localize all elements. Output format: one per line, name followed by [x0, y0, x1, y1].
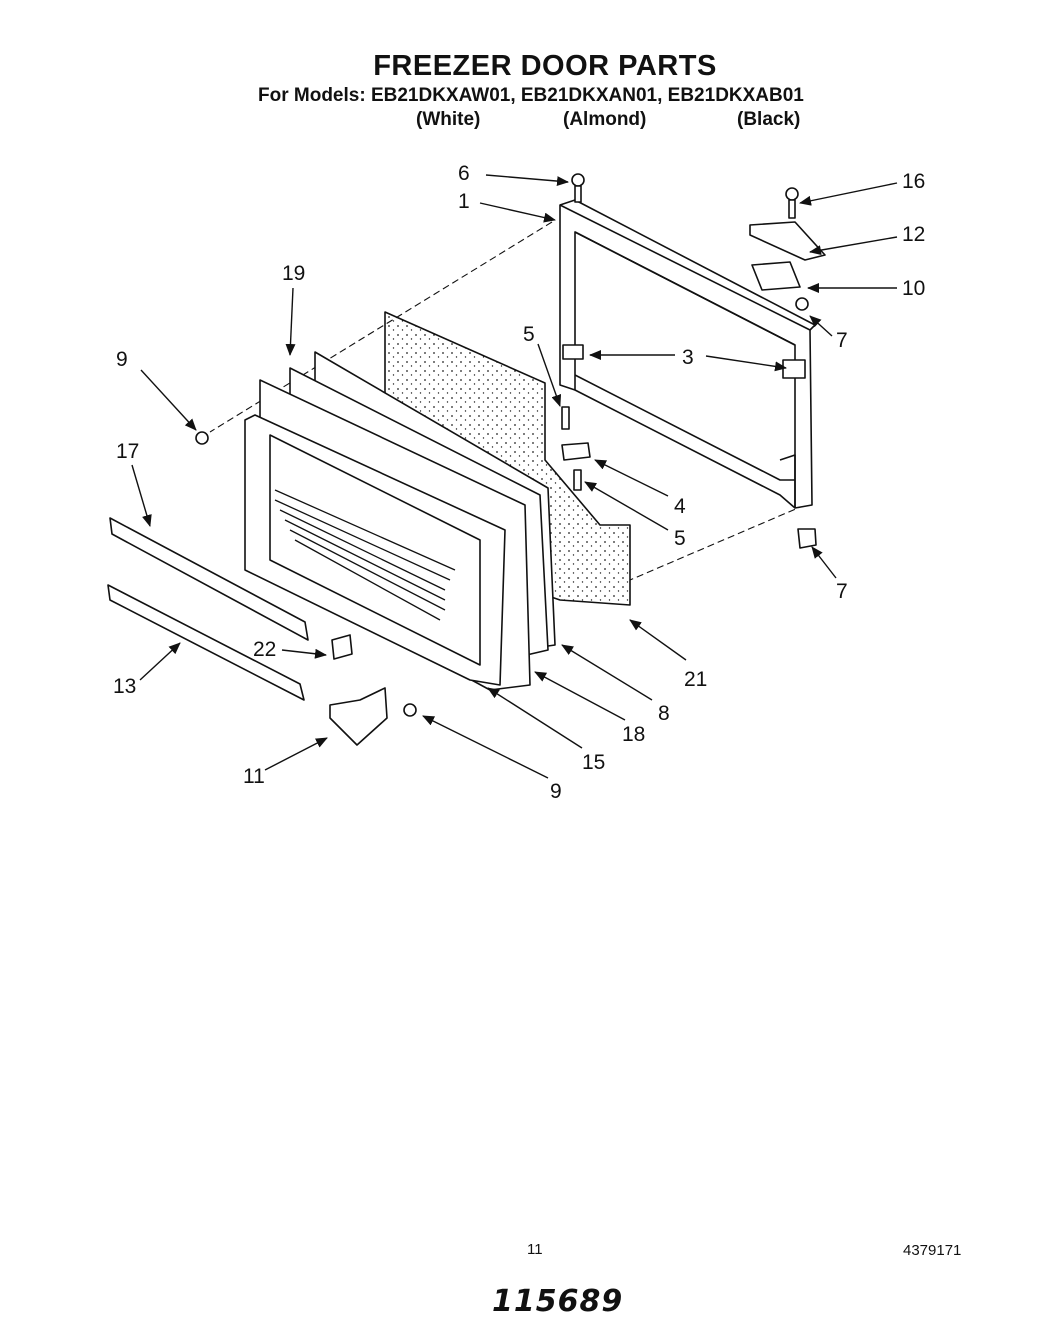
document-number: 4379171 — [903, 1242, 962, 1259]
hinge-part-3-left — [562, 344, 584, 360]
shim-part-10 — [751, 261, 801, 291]
callout-8: 8 — [658, 702, 670, 725]
color-black: (Black) — [737, 109, 801, 130]
callout-10: 10 — [902, 277, 925, 300]
callout-17: 17 — [116, 440, 139, 463]
callout-22: 22 — [253, 638, 276, 661]
callout-5-bottom: 5 — [674, 527, 686, 550]
callout-18: 18 — [622, 723, 645, 746]
callout-12: 12 — [902, 223, 925, 246]
leader-lines — [131, 174, 898, 779]
callout-15: 15 — [582, 751, 605, 774]
callout-4: 4 — [674, 495, 686, 518]
hinge-part-4 — [561, 442, 591, 461]
handwritten-note: 115689 — [492, 1284, 624, 1319]
callout-7-bottom: 7 — [836, 580, 848, 603]
callout-19: 19 — [282, 262, 305, 285]
callout-7-top: 7 — [836, 329, 848, 352]
screw-part-9-left — [195, 431, 209, 445]
page-title: FREEZER DOOR PARTS — [373, 50, 717, 82]
plate-part-12 — [749, 221, 826, 261]
screw-part-5-top — [561, 406, 570, 430]
screw-part-16 — [785, 187, 799, 201]
callout-16: 16 — [902, 170, 925, 193]
door-frame-part-1 — [559, 199, 816, 509]
callout-6: 6 — [458, 162, 470, 185]
callout-11: 11 — [243, 765, 265, 788]
cap-part-7-top — [795, 297, 809, 311]
screw-part-5-bottom — [573, 469, 582, 491]
page-number: 11 — [527, 1241, 543, 1258]
hinge-part-3-right — [782, 359, 806, 379]
clip-part-22 — [331, 634, 353, 660]
callout-9-left: 9 — [116, 348, 128, 371]
models-line: For Models: EB21DKXAW01, EB21DKXAN01, EB… — [258, 85, 804, 106]
liner-ribs — [274, 489, 456, 621]
callout-1: 1 — [458, 190, 470, 213]
screw-part-6 — [571, 173, 585, 187]
callout-3: 3 — [682, 346, 694, 369]
callout-5-top: 5 — [523, 323, 535, 346]
color-almond: (Almond) — [563, 109, 647, 130]
callout-9-bottom: 9 — [550, 780, 562, 803]
shelf-part-17 — [109, 517, 309, 641]
shelf-part-13 — [107, 584, 305, 701]
callout-13: 13 — [113, 675, 136, 698]
callout-21: 21 — [684, 668, 707, 691]
color-white: (White) — [416, 109, 481, 130]
cap-part-7-bottom — [797, 528, 817, 549]
screw-part-9-bottom — [403, 703, 417, 717]
bracket-part-11 — [329, 687, 388, 746]
